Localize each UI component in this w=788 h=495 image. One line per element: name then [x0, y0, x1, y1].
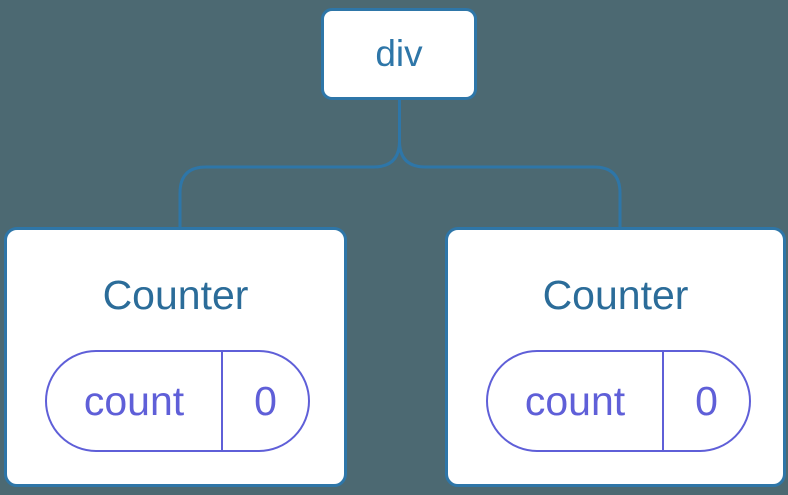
counter-card-right: Counter count 0	[445, 227, 786, 487]
state-pill: count 0	[486, 350, 751, 452]
connector-right-branch	[398, 100, 622, 227]
counter-card-left: Counter count 0	[4, 227, 347, 487]
connector-left-branch	[178, 100, 401, 227]
state-key: count	[47, 352, 223, 450]
counter-title: Counter	[102, 272, 249, 318]
root-node-label: div	[375, 33, 423, 74]
counter-title: Counter	[542, 272, 689, 318]
root-node-div: div	[321, 8, 477, 100]
state-key: count	[488, 352, 664, 450]
state-pill: count 0	[45, 350, 310, 452]
state-value: 0	[695, 377, 718, 424]
state-value: 0	[254, 377, 277, 424]
